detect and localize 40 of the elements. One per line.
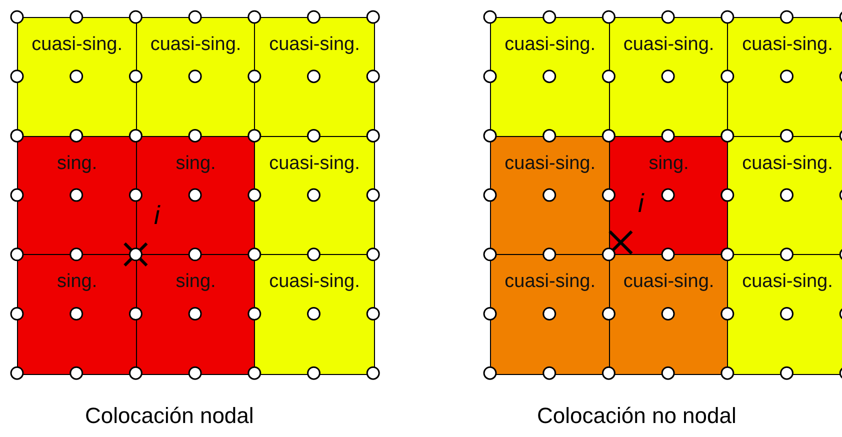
element-cell <box>254 254 375 375</box>
cell-label: cuasi-sing. <box>741 152 834 175</box>
cell-label: sing. <box>648 152 690 175</box>
cell-label: sing. <box>56 152 98 175</box>
cell-label: cuasi-sing. <box>149 34 242 56</box>
cell-label: sing. <box>56 271 98 294</box>
element-cell <box>254 136 375 256</box>
element-cell <box>17 17 138 138</box>
element-cell <box>136 254 256 375</box>
caption: Colocación no nodal <box>537 403 736 429</box>
cell-label: cuasi-sing. <box>268 152 361 175</box>
cell-label: cuasi-sing. <box>504 152 596 175</box>
cell-label: cuasi-sing. <box>741 271 834 294</box>
element-cell <box>490 254 610 375</box>
cell-label: cuasi-sing. <box>30 34 124 56</box>
element-cell <box>727 254 842 375</box>
cell-label: cuasi-sing. <box>622 271 716 294</box>
element-cell <box>727 136 842 256</box>
element-cell <box>608 136 729 256</box>
cell-label: sing. <box>174 271 217 294</box>
caption: Colocación nodal <box>85 403 254 429</box>
element-cell <box>136 17 256 138</box>
element-cell <box>17 136 138 256</box>
point-label: i <box>154 200 160 231</box>
element-cell <box>727 17 842 138</box>
cell-label: cuasi-sing. <box>504 34 596 56</box>
element-cell <box>490 136 610 256</box>
cell-label: sing. <box>174 152 217 175</box>
cell-label: cuasi-sing. <box>504 271 596 294</box>
point-label: i <box>638 188 644 219</box>
cell-label: cuasi-sing. <box>622 34 716 56</box>
element-cell <box>17 254 138 375</box>
element-cell <box>608 17 729 138</box>
element-cell <box>136 136 256 256</box>
cell-label: cuasi-sing. <box>268 271 361 294</box>
element-cell <box>490 17 610 138</box>
cell-label: cuasi-sing. <box>741 34 834 56</box>
element-cell <box>254 17 375 138</box>
element-cell <box>608 254 729 375</box>
cell-label: cuasi-sing. <box>268 34 361 56</box>
